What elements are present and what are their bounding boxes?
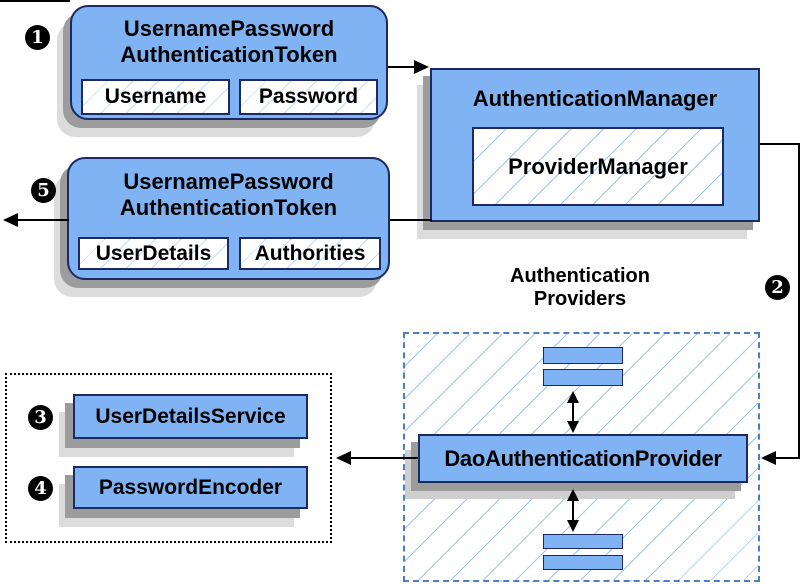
password-encoder-box: PasswordEncoder [73,466,308,509]
manager-to-provider-line-top [760,143,800,145]
response-token-box: UsernamePassword AuthenticationToken Use… [67,157,390,280]
step-5-badge: 5 [31,178,56,203]
step-1-badge: 1 [25,25,50,50]
provider-link2-arrow-down-icon [567,520,579,532]
manager-to-provider-line-vertical [798,143,800,459]
password-field: Password [239,79,378,115]
user-details-field: UserDetails [78,237,229,270]
outgoing-response-arrowhead-icon [3,213,18,227]
request-token-title-line1: UsernamePassword [123,16,335,41]
providers-heading-line1: Authentication [510,265,650,287]
providers-heading-line2: Providers [533,288,627,310]
request-token-title-line2: AuthenticationToken [120,42,338,67]
provider-link-arrow-down-icon [567,421,579,433]
provider-link-line-bottom [572,498,574,523]
provider-placeholder-rect [543,347,623,364]
request-token-box: UsernamePassword AuthenticationToken Use… [70,5,388,120]
provider-link2-arrow-up-icon [567,489,579,501]
step-4-badge: 4 [28,476,53,501]
request-to-manager-arrowhead-icon [414,60,429,74]
response-token-title-line2: AuthenticationToken [119,195,338,220]
dao-to-services-line [350,457,418,459]
provider-manager-box: ProviderManager [472,127,724,206]
manager-to-provider-arrowhead-icon [761,451,776,465]
step-2-badge: 2 [765,275,790,300]
authentication-manager-box: AuthenticationManager ProviderManager [430,68,760,222]
dao-to-services-arrowhead-icon [336,451,351,465]
step-3-badge: 3 [28,405,53,430]
dao-authentication-provider-box: DaoAuthenticationProvider [418,434,748,483]
user-details-service-box: UserDetailsService [73,394,308,439]
provider-placeholder-rect [543,534,623,549]
provider-link-line-top [572,400,574,424]
incoming-request-line [0,0,70,2]
authentication-manager-title: AuthenticationManager [472,86,718,111]
providers-heading: Authentication Providers [455,265,705,311]
manager-to-provider-line-bottom [775,457,800,459]
response-token-title: UsernamePassword AuthenticationToken [69,169,388,221]
provider-placeholder-rect [543,555,623,570]
response-token-title-line1: UsernamePassword [123,169,334,194]
provider-link-arrow-up-icon [567,391,579,403]
request-token-title: UsernamePassword AuthenticationToken [72,16,386,68]
username-field: Username [81,79,230,115]
request-to-manager-line [388,66,415,68]
manager-to-response-line [390,219,432,221]
provider-placeholder-rect [543,369,623,386]
outgoing-response-line [17,219,69,221]
authorities-field: Authorities [239,237,381,270]
